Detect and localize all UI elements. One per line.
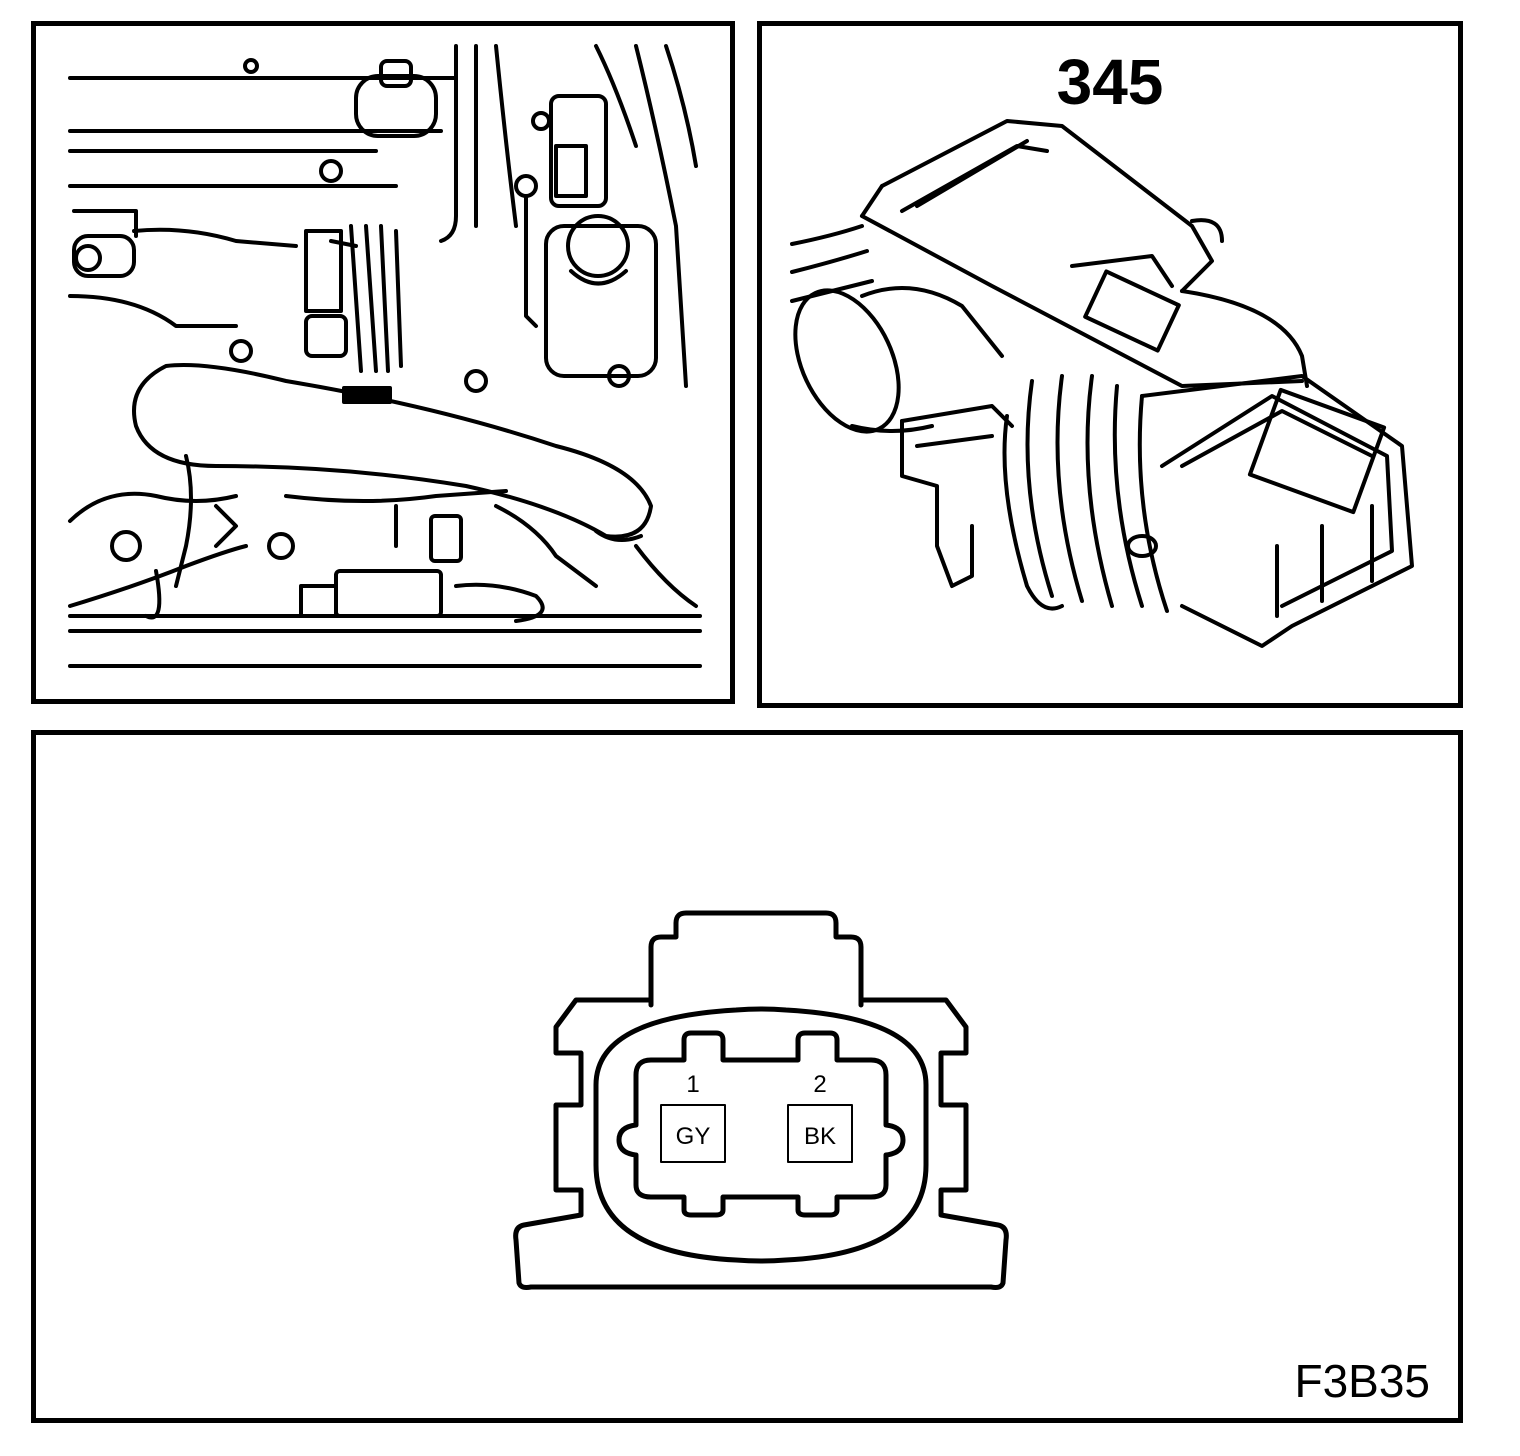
engine-bay-panel [31, 21, 735, 704]
engine-bay-illustration [68, 44, 702, 668]
connector-face-panel: 1 GY 2 BK F3B35 [31, 730, 1463, 1423]
connector-perspective-panel: 345 [757, 21, 1463, 708]
connector-face-outline: 1 GY 2 BK [513, 910, 1009, 1290]
connector-number: 345 [1056, 46, 1164, 118]
pin-1-number: 1 [686, 1071, 699, 1098]
figure-code: F3B35 [1294, 1355, 1430, 1407]
pin-2-color: BK [804, 1123, 836, 1150]
pin-1-color: GY [676, 1123, 711, 1150]
connector-perspective-illustration [790, 119, 1414, 648]
pin-2-number: 2 [813, 1071, 826, 1098]
